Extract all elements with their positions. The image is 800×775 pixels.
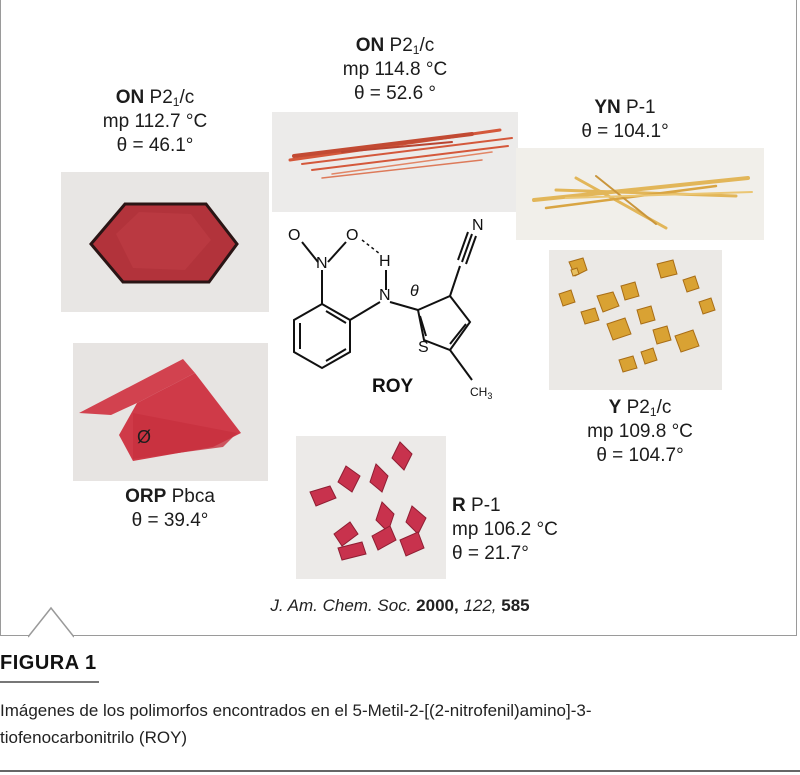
svg-text:O: O (288, 227, 300, 244)
photo-r-diamonds (296, 436, 446, 579)
svg-text:θ: θ (410, 283, 419, 300)
frame-notch (28, 606, 74, 638)
photo-orp-plates: Ø (73, 343, 268, 481)
citation: J. Am. Chem. Soc. 2000, 122, 585 (270, 596, 530, 615)
svg-text:N: N (379, 287, 391, 304)
svg-text:CH3: CH3 (470, 385, 492, 401)
svg-text:O: O (346, 227, 358, 244)
label-on-left: ON P21/c mp 112.7 °C θ = 46.1° (102, 87, 208, 156)
orp-mark: Ø (137, 427, 152, 447)
roy-name: ROY (372, 376, 414, 397)
svg-text:N: N (472, 217, 484, 234)
label-r: R P-1 mp 106.2 °C θ = 21.7° (452, 495, 558, 564)
figure-title-underline (0, 681, 99, 683)
photo-yn-needles (516, 148, 764, 240)
bottom-rule (0, 770, 800, 772)
figure-title: FIGURA 1 (0, 652, 97, 674)
photo-on-hexagon (61, 172, 269, 312)
photo-y-crystals (549, 250, 722, 390)
svg-text:N: N (316, 255, 328, 272)
label-on-top: ON P21/c mp 114.8 °C θ = 52.6 ° (342, 35, 448, 104)
svg-text:H: H (379, 253, 391, 270)
photo-on-needles (272, 112, 518, 212)
label-yn: YN P-1 θ = 104.1° (581, 97, 669, 142)
label-y: Y P21/c mp 109.8 °C θ = 104.7° (587, 397, 693, 466)
figure-caption: Imágenes de los polimorfos encontrados e… (0, 701, 592, 747)
label-orp: ORP Pbca θ = 39.4° (125, 486, 215, 531)
svg-text:S: S (418, 339, 429, 356)
roy-structure: O N O H N θ S N CH3 ROY (288, 217, 492, 401)
